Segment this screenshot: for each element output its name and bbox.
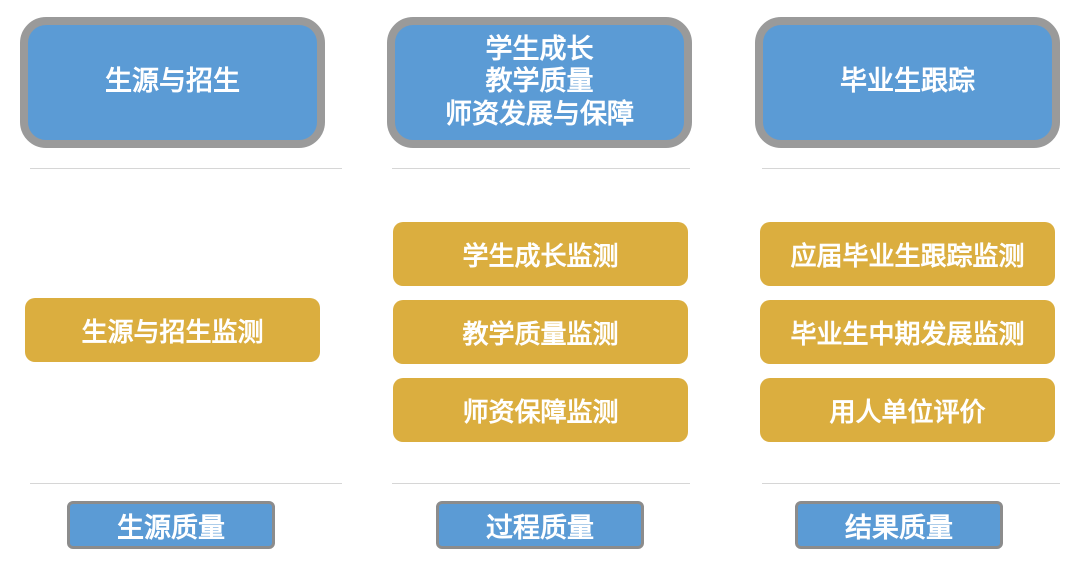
monitor-box-student-growth: 学生成长监测	[393, 222, 688, 286]
header-line: 生源与招生	[105, 66, 240, 98]
divider-top	[392, 168, 690, 169]
divider-top	[762, 168, 1060, 169]
monitor-box-employer-evaluation: 用人单位评价	[760, 378, 1055, 442]
monitor-box-faculty-support: 师资保障监测	[393, 378, 688, 442]
divider-bottom	[762, 483, 1060, 484]
divider-top	[30, 168, 342, 169]
footer-label-source-quality: 生源质量	[67, 501, 275, 549]
header-box-source-admission: 生源与招生	[20, 17, 325, 148]
footer-label-process-quality: 过程质量	[436, 501, 644, 549]
header-box-graduate-tracking: 毕业生跟踪	[755, 17, 1060, 148]
monitor-box-teaching-quality: 教学质量监测	[393, 300, 688, 364]
monitor-box-graduate-midterm: 毕业生中期发展监测	[760, 300, 1055, 364]
header-line: 毕业生跟踪	[840, 66, 975, 98]
monitor-box-new-graduate-tracking: 应届毕业生跟踪监测	[760, 222, 1055, 286]
header-line: 学生成长	[485, 33, 594, 65]
header-line: 教学质量	[485, 66, 594, 98]
footer-label-outcome-quality: 结果质量	[795, 501, 1003, 549]
header-line: 师资发展与保障	[445, 98, 634, 130]
divider-bottom	[392, 483, 690, 484]
divider-bottom	[30, 483, 342, 484]
monitor-box-source-admission: 生源与招生监测	[25, 298, 320, 362]
header-box-process: 学生成长 教学质量 师资发展与保障	[387, 17, 692, 148]
